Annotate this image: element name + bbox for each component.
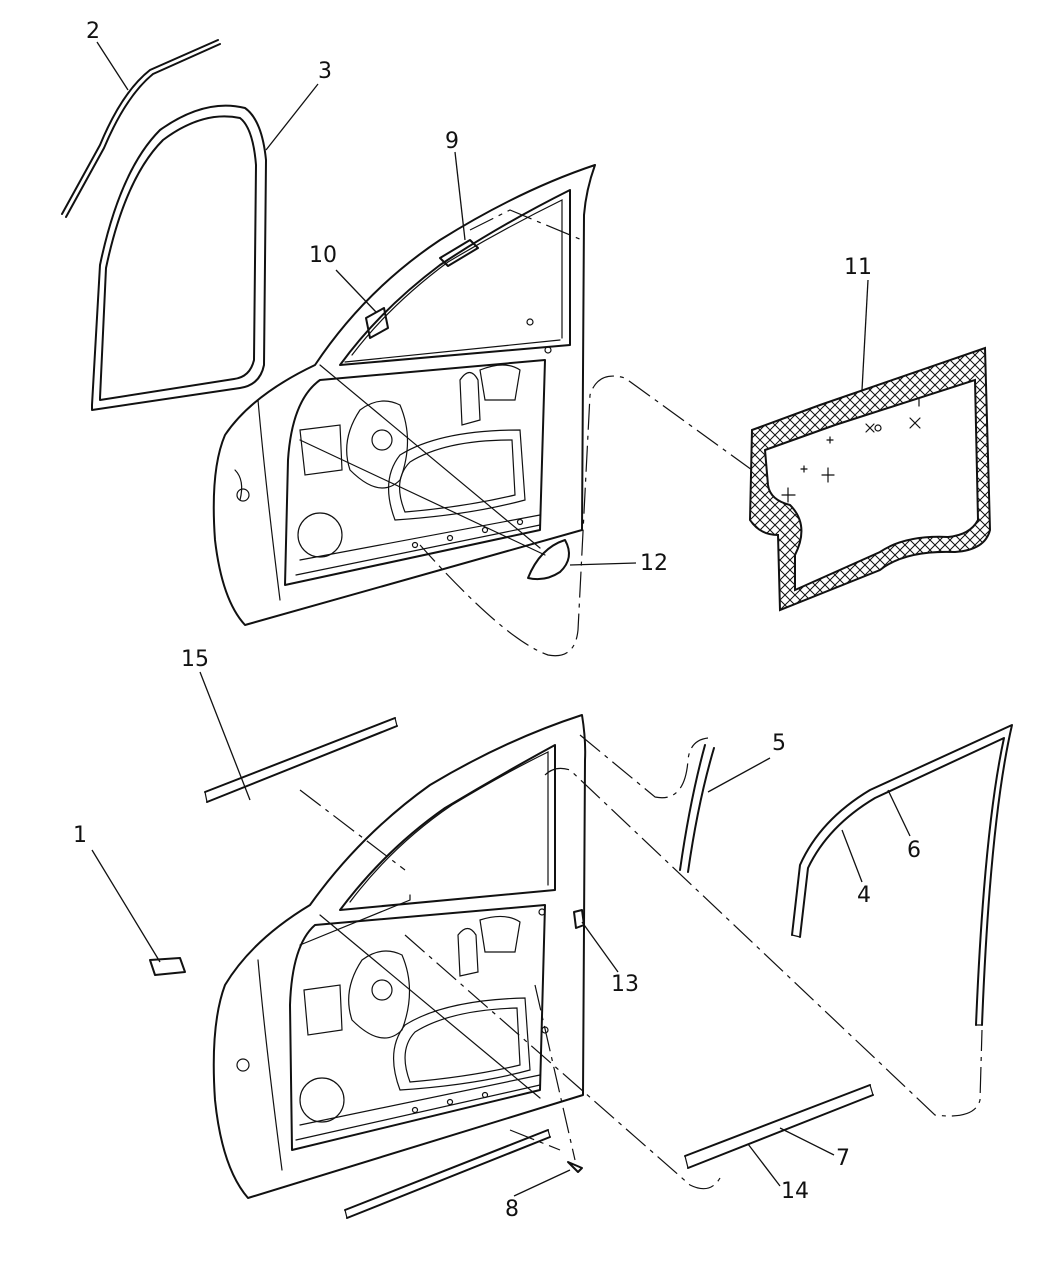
glass-run-part-4-6 [791, 724, 1013, 1026]
callout-2: 2 [86, 19, 100, 44]
callout-4: 4 [857, 883, 871, 908]
weatherstrip-part-2 [61, 39, 221, 218]
upper-door-assembly [212, 164, 596, 626]
door-seal-part-3 [91, 104, 267, 411]
belt-molding-part-15 [204, 717, 398, 803]
callout-12: 12 [640, 551, 668, 576]
callout-14: 14 [781, 1179, 809, 1204]
water-shield-part-11 [748, 346, 992, 612]
callout-13: 13 [611, 972, 639, 997]
callout-11: 11 [844, 255, 872, 280]
leader-lines [91, 41, 911, 1197]
part-12-plug [527, 539, 570, 581]
callout-9: 9 [445, 129, 459, 154]
part-9-patch [439, 239, 479, 267]
lower-strip-part-7-14 [684, 1084, 874, 1169]
callout-8: 8 [505, 1197, 519, 1222]
callout-10: 10 [309, 243, 337, 268]
clip-part-13 [573, 909, 585, 929]
part-10-seal [365, 307, 389, 339]
callout-1: 1 [73, 823, 87, 848]
callout-3: 3 [318, 59, 332, 84]
lower-door-assembly [212, 714, 587, 1199]
strip-part-5 [679, 744, 715, 873]
callout-15: 15 [181, 647, 209, 672]
callout-6: 6 [907, 838, 921, 863]
sill-strip-part-8 [344, 1129, 583, 1219]
callout-7: 7 [836, 1146, 850, 1171]
phantom-lines [299, 209, 983, 1190]
bumper-part-1 [149, 957, 186, 976]
callout-5: 5 [772, 731, 786, 756]
